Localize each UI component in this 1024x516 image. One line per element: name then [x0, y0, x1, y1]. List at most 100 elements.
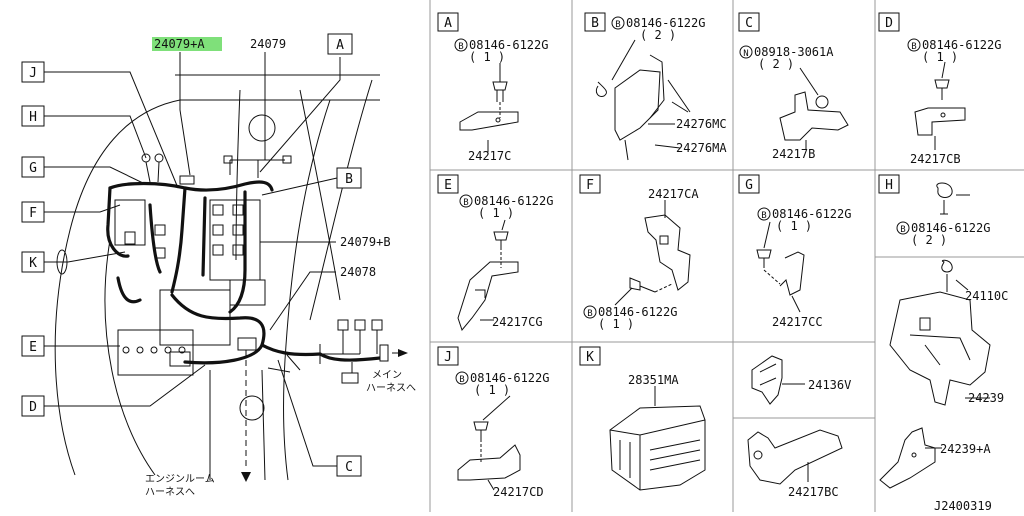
panel-D-part[interactable]: 24217CB [910, 152, 961, 166]
part-24217bc[interactable]: 24217BC [747, 429, 843, 499]
panel-D-letter: D [885, 16, 893, 31]
panel-G-bolt-circle: B [761, 211, 766, 221]
panel-B-letter: B [591, 16, 599, 31]
panel-J-letter: J [444, 350, 452, 365]
panel-A-letter: A [444, 16, 452, 31]
panel-E-letter: E [444, 178, 452, 193]
panel-K[interactable]: K 28351MA [579, 346, 706, 491]
letter-box-J[interactable]: J [21, 61, 45, 83]
panel-A-qty: ( 1 ) [469, 50, 505, 64]
callout-24079[interactable]: 24079 [250, 37, 286, 51]
letter-box-D-label: D [29, 400, 37, 415]
panel-D-bolt-number[interactable]: 08146-6122G [922, 38, 1001, 52]
panel-H-bolt-circle: B [900, 225, 905, 235]
panel-E-bolt-number[interactable]: 08146-6122G [474, 194, 553, 208]
panel-B-qty: ( 2 ) [640, 28, 676, 42]
panel-C-qty: ( 2 ) [758, 57, 794, 71]
dashboard-harness-view [54, 74, 408, 482]
letter-box-F[interactable]: F [21, 201, 45, 223]
highlight-marker [152, 37, 222, 51]
panel-B-part-1[interactable]: 24276MC [676, 117, 727, 131]
panel-K-part[interactable]: 28351MA [628, 373, 679, 387]
panel-F-part[interactable]: 24217CA [648, 187, 699, 201]
panel-B[interactable]: B B 08146-6122G ( 2 ) 24276MC 24276MA [584, 12, 727, 161]
panel-A-bolt-circle: B [458, 42, 463, 52]
panel-E-qty: ( 1 ) [478, 206, 514, 220]
panel-J-bolt-circle: B [459, 375, 464, 385]
panel-E-bolt-circle: B [463, 198, 468, 208]
note-engine-line2: ハーネスへ [145, 486, 195, 498]
letter-box-A[interactable]: A [327, 33, 353, 55]
letter-box-H[interactable]: H [21, 105, 45, 127]
letter-box-C-label: C [345, 460, 353, 475]
part-24136v-label[interactable]: 24136V [808, 378, 851, 392]
panel-C[interactable]: C N 08918-3061A ( 2 ) 24217B [738, 12, 849, 161]
panel-C-bolt-circle: N [743, 49, 748, 59]
letter-box-J-label: J [29, 66, 37, 81]
letter-box-A-label: A [336, 38, 344, 53]
panel-H[interactable]: H B 08146-6122G ( 2 ) 24110C 24239 [878, 174, 1008, 406]
panel-E[interactable]: E B 08146-6122G ( 1 ) 24217CG [437, 174, 553, 332]
panel-F-letter: F [586, 178, 594, 193]
part-24217bc-label[interactable]: 24217BC [788, 485, 839, 499]
callout-24079-b[interactable]: 24079+B [340, 235, 391, 249]
letter-box-G-label: G [29, 161, 37, 176]
panel-B-bolt-circle: B [615, 20, 620, 30]
panel-A[interactable]: A B 08146-6122G ( 1 ) 24217C [437, 12, 548, 163]
letter-box-G[interactable]: G [21, 156, 45, 178]
panel-D[interactable]: D B 08146-6122G ( 1 ) 24217CB [878, 12, 1001, 166]
panel-G-qty: ( 1 ) [776, 219, 812, 233]
panel-C-part[interactable]: 24217B [772, 147, 815, 161]
panel-G-letter: G [745, 178, 753, 193]
panel-J-part[interactable]: 24217CD [493, 485, 544, 499]
callout-24078[interactable]: 24078 [340, 265, 376, 279]
diagram-code: J2400319 [934, 499, 992, 512]
panel-F-bolt-number[interactable]: 08146-6122G [598, 305, 677, 319]
panel-grid [429, 0, 1024, 512]
part-24136v[interactable]: 24136V [751, 355, 851, 405]
note-main-line1: メイン [372, 370, 402, 381]
panel-J[interactable]: J B 08146-6122G ( 1 ) 24217CD [437, 346, 549, 499]
letter-box-E-label: E [29, 340, 37, 355]
part-24239-a-label[interactable]: 24239+A [940, 442, 991, 456]
panel-C-bolt-number[interactable]: 08918-3061A [754, 45, 834, 59]
panel-B-part-2[interactable]: 24276MA [676, 141, 727, 155]
panel-J-bolt-number[interactable]: 08146-6122G [470, 371, 549, 385]
panel-J-qty: ( 1 ) [474, 383, 510, 397]
letter-box-D[interactable]: D [21, 395, 45, 417]
panel-K-letter: K [586, 350, 594, 365]
panel-H-bolt-number[interactable]: 08146-6122G [911, 221, 990, 235]
letter-box-K[interactable]: K [21, 251, 45, 273]
panel-A-bolt-number[interactable]: 08146-6122G [469, 38, 548, 52]
panel-E-part[interactable]: 24217CG [492, 315, 543, 329]
panel-B-bolt-number[interactable]: 08146-6122G [626, 16, 705, 30]
letter-box-B[interactable]: B [336, 167, 362, 189]
letter-box-H-label: H [29, 110, 37, 125]
letter-box-C[interactable]: C [336, 455, 362, 477]
panel-G-part[interactable]: 24217CC [772, 315, 823, 329]
panel-A-part[interactable]: 24217C [468, 149, 511, 163]
panel-F-qty: ( 1 ) [598, 317, 634, 331]
panel-D-qty: ( 1 ) [922, 50, 958, 64]
panel-F-bolt-circle: B [587, 309, 592, 319]
letter-box-F-label: F [29, 206, 37, 221]
letter-box-B-label: B [345, 172, 353, 187]
panel-D-bolt-circle: B [911, 42, 916, 52]
panel-H-qty: ( 2 ) [911, 233, 947, 247]
panel-F[interactable]: F 24217CA B 08146-6122G ( 1 ) [579, 174, 699, 331]
panel-H-letter: H [885, 178, 893, 193]
panel-H-part-1[interactable]: 24110C [965, 289, 1008, 303]
panel-C-letter: C [745, 16, 753, 31]
panel-G[interactable]: G B 08146-6122G ( 1 ) 24217CC [738, 174, 851, 329]
panel-G-bolt-number[interactable]: 08146-6122G [772, 207, 851, 221]
note-main-line2: ハーネスへ [366, 382, 416, 394]
callout-leaders [44, 52, 341, 467]
part-24239-a[interactable]: 24239+A [879, 427, 991, 489]
letter-box-E[interactable]: E [21, 335, 45, 357]
note-engine-line1: エンジンルーム [145, 473, 215, 485]
callout-24079-a[interactable]: 24079+A [154, 37, 205, 51]
letter-box-K-label: K [29, 256, 37, 271]
panel-H-part-2[interactable]: 24239 [968, 391, 1004, 405]
